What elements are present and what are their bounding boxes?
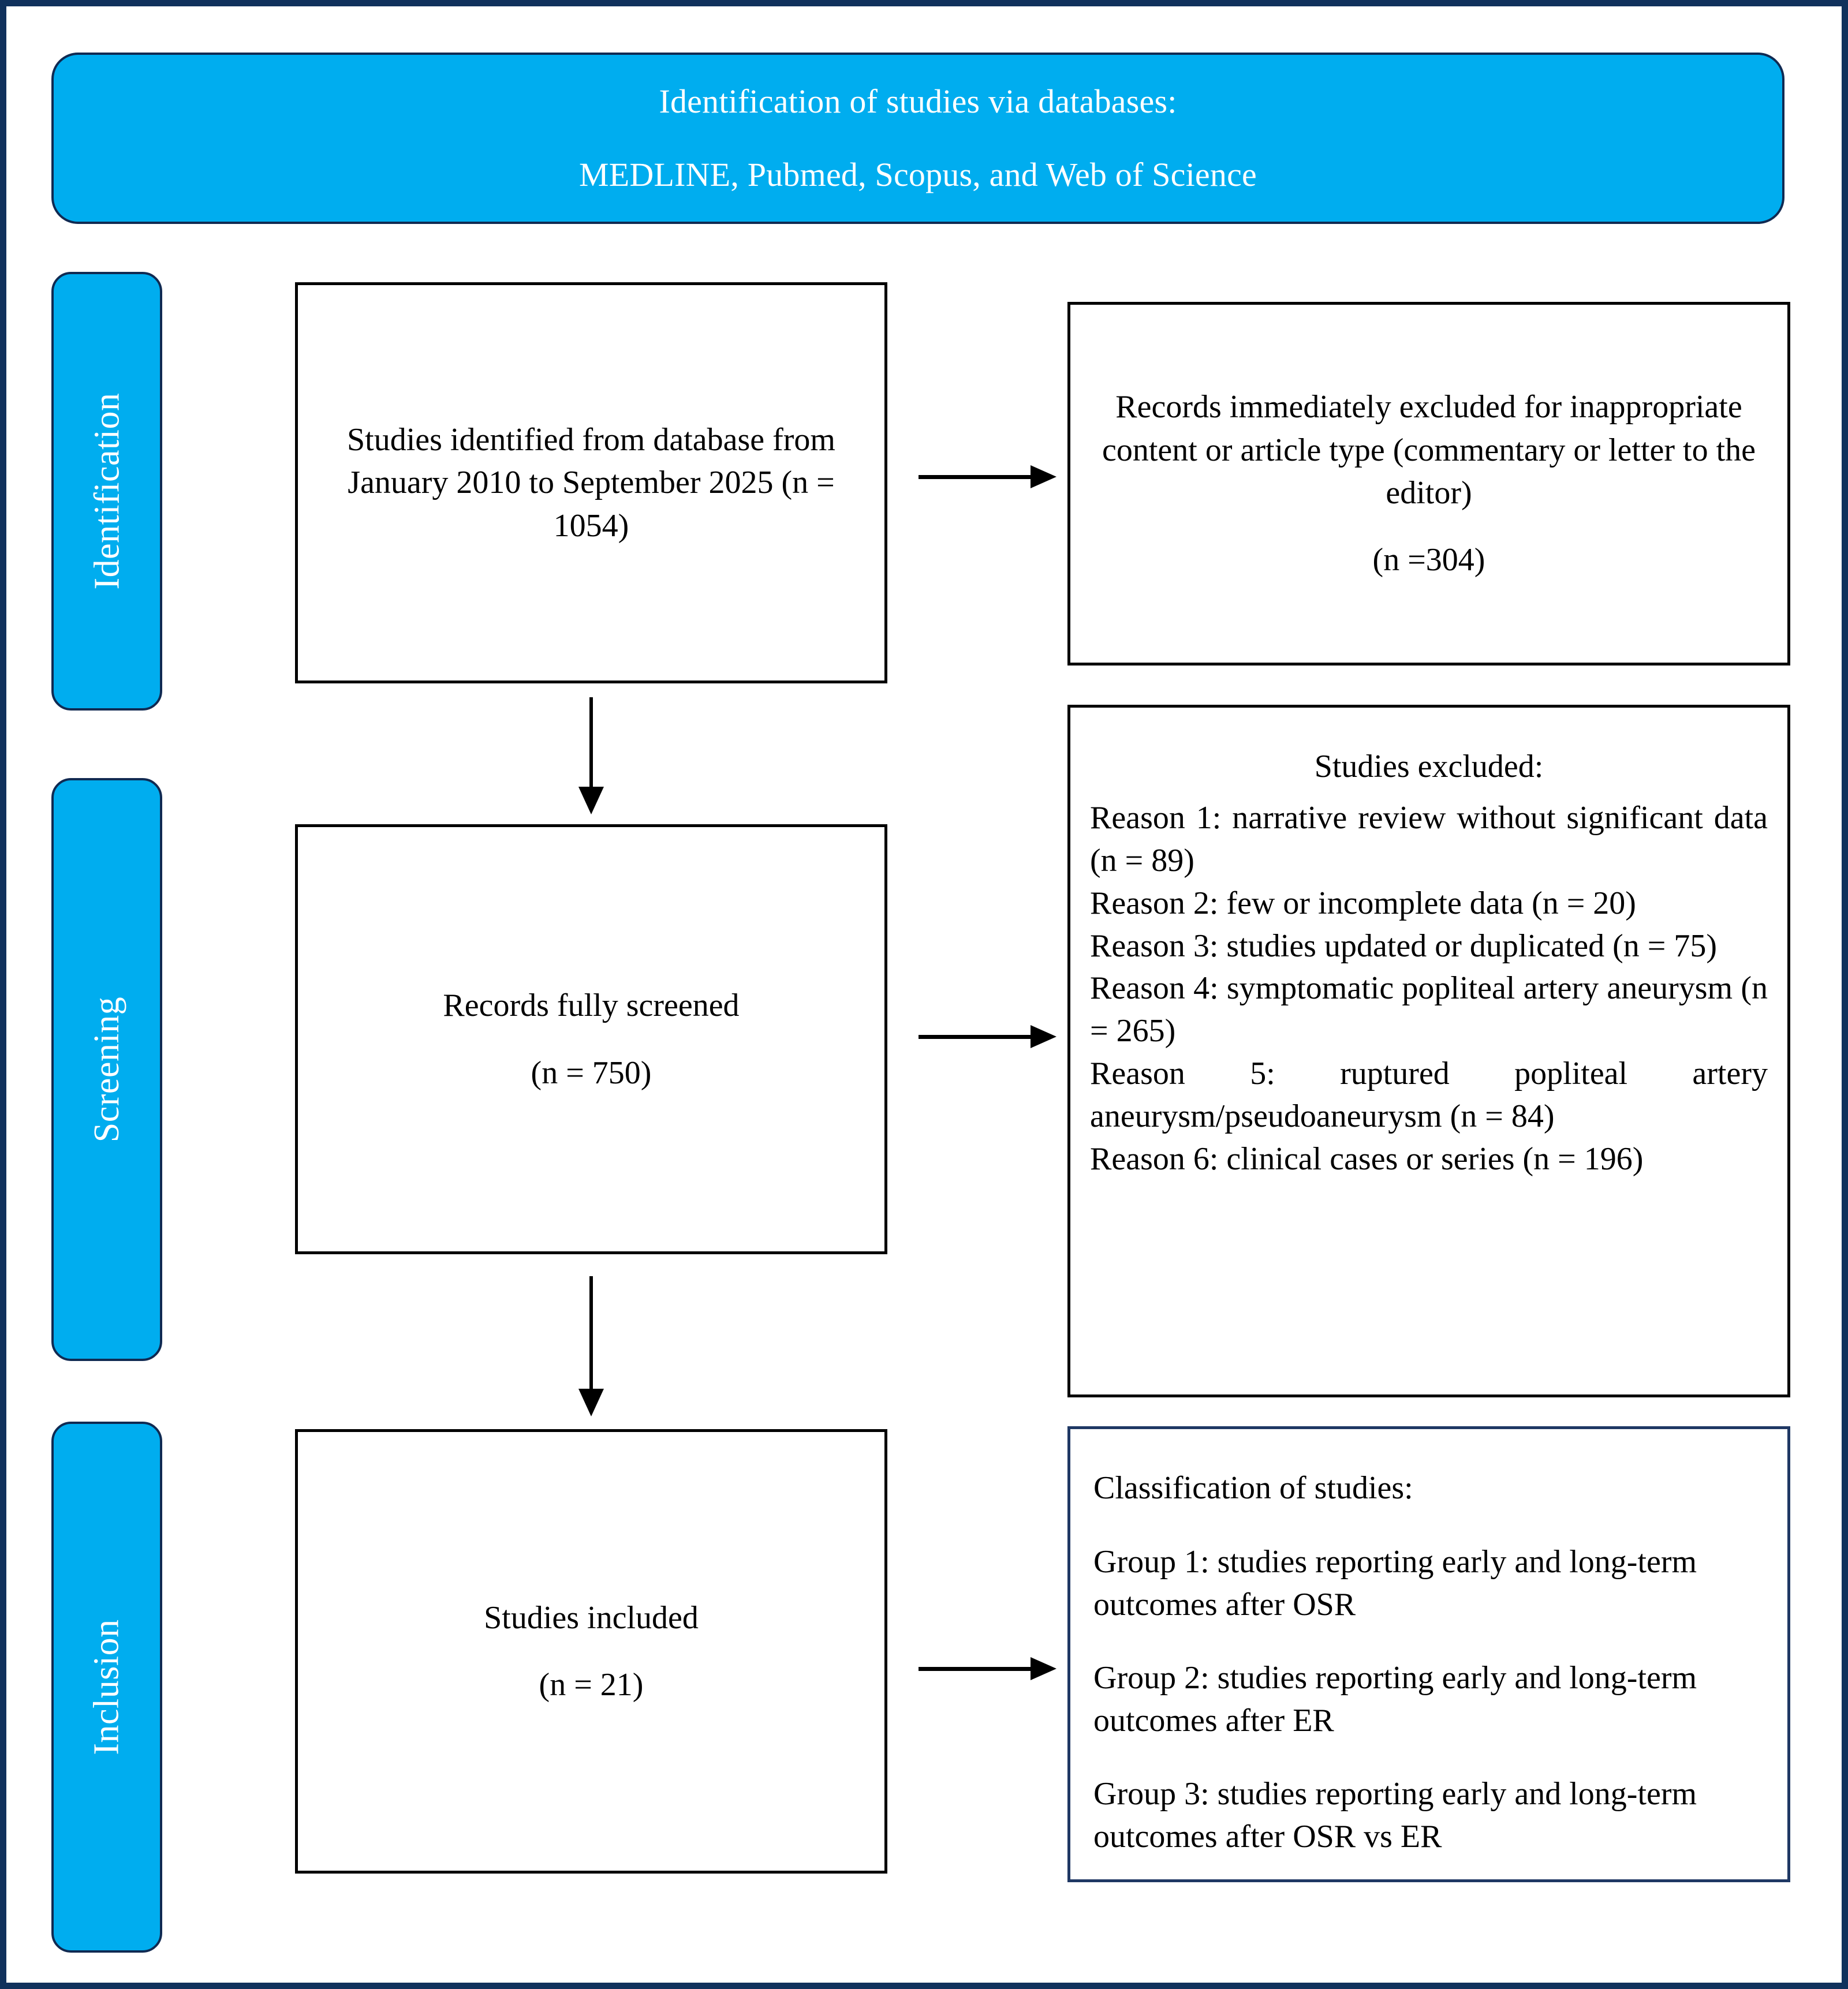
arrow-head — [1031, 465, 1056, 488]
box-classification-of-studies: Classification of studies: Group 1: stud… — [1067, 1426, 1790, 1882]
stage-label-inclusion: Inclusion — [87, 1619, 126, 1755]
box-records-excluded-text: Records immediately excluded for inappro… — [1102, 389, 1756, 511]
stage-tab-identification: Identification — [51, 272, 162, 711]
arrow-head — [1031, 1657, 1056, 1680]
box-records-screened-text: Records fully screened — [443, 988, 740, 1024]
studies-excluded-title: Studies excluded: — [1314, 749, 1544, 784]
arrow-down-icon-identified-to-screened — [578, 697, 604, 816]
box-studies-included-text: Studies included — [484, 1599, 699, 1636]
header-line-databases: Identification of studies via databases: — [659, 82, 1177, 120]
box-records-excluded-immediately: Records immediately excluded for inappro… — [1067, 302, 1790, 666]
box-studies-identified-text: Studies identified from database from Ja… — [347, 421, 835, 544]
box-records-screened-count: (n = 750) — [531, 1055, 652, 1091]
exclusion-reason-item: Reason 3: studies updated or duplicated … — [1090, 928, 1718, 964]
stage-label-identification: Identification — [87, 392, 127, 590]
arrow-head — [1031, 1025, 1056, 1048]
arrow-shaft — [589, 1276, 593, 1392]
exclusion-reason-item: Reason 5: ruptured popliteal artery aneu… — [1090, 1056, 1768, 1135]
arrow-down-icon-screened-to-included — [578, 1276, 604, 1420]
stage-label-screening: Screening — [87, 996, 127, 1143]
arrow-shaft — [589, 697, 593, 790]
box-studies-identified: Studies identified from database from Ja… — [295, 282, 887, 683]
exclusion-reason-item: Reason 6: clinical cases or series (n = … — [1090, 1141, 1644, 1177]
exclusion-reason-item: Reason 4: symptomatic popliteal artery a… — [1090, 970, 1768, 1049]
exclusion-reason-item: Reason 1: narrative review without signi… — [1090, 799, 1768, 878]
arrow-head — [578, 1389, 604, 1416]
exclusion-reason-item: Reason 2: few or incomplete data (n = 20… — [1090, 885, 1636, 921]
classification-title: Classification of studies: — [1093, 1470, 1413, 1506]
arrow-right-icon-screened-to-excluded — [919, 1025, 1057, 1048]
classification-group-item: Group 1: studies reporting early and lon… — [1093, 1543, 1697, 1623]
arrow-shaft — [919, 1035, 1032, 1039]
stage-tab-inclusion: Inclusion — [51, 1422, 162, 1953]
arrow-right-icon-included-to-classification — [919, 1657, 1057, 1680]
classification-group-item: Group 2: studies reporting early and lon… — [1093, 1659, 1697, 1739]
box-records-excluded-count: (n =304) — [1372, 542, 1485, 578]
header-line-database-names: MEDLINE, Pubmed, Scopus, and Web of Scie… — [579, 155, 1257, 193]
box-records-fully-screened: Records fully screened (n = 750) — [295, 824, 887, 1254]
arrow-right-icon-identified-to-excluded — [919, 465, 1057, 488]
header-banner: Identification of studies via databases:… — [51, 53, 1784, 224]
arrow-shaft — [919, 475, 1032, 479]
arrow-shaft — [919, 1667, 1032, 1671]
box-studies-included: Studies included (n = 21) — [295, 1429, 887, 1874]
box-studies-excluded-reasons: Studies excluded: Reason 1: narrative re… — [1067, 705, 1790, 1397]
stage-tab-screening: Screening — [51, 778, 162, 1361]
classification-group-item: Group 3: studies reporting early and lon… — [1093, 1775, 1697, 1855]
box-studies-included-count: (n = 21) — [539, 1667, 644, 1703]
arrow-head — [578, 787, 604, 814]
